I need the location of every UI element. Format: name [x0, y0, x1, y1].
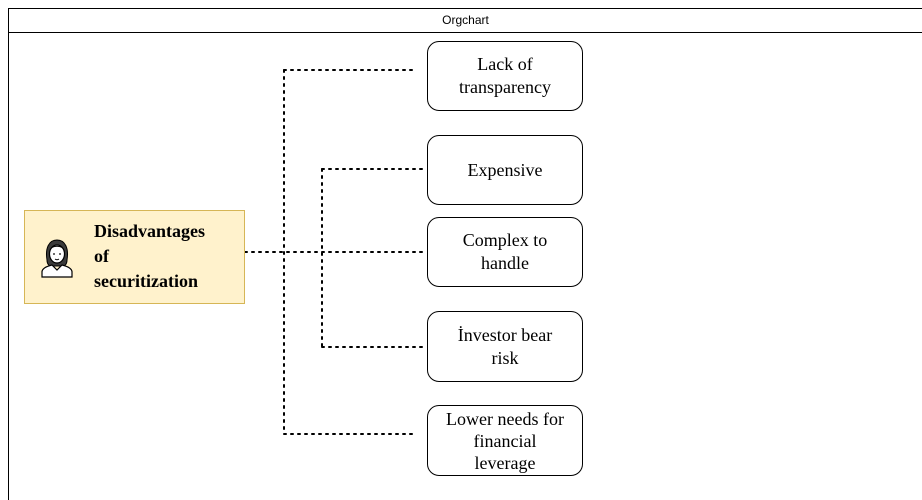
- child-node-expensive[interactable]: Expensive: [427, 135, 583, 205]
- root-node[interactable]: Disadvantages of securitization: [24, 210, 245, 304]
- child-node-lower-needs-for-financial-leverage[interactable]: Lower needs for financial leverage: [427, 405, 583, 476]
- root-label: Disadvantages of securitization: [94, 221, 206, 291]
- diagram-title: Orgchart: [8, 8, 922, 33]
- child-node-lack-of-transparency[interactable]: Lack of transparency: [427, 41, 583, 111]
- child-node-investor-bear-risk[interactable]: İnvestor bear risk: [427, 311, 583, 382]
- woman-avatar-icon: [41, 239, 73, 278]
- child-node-complex-to-handle[interactable]: Complex to handle: [427, 217, 583, 287]
